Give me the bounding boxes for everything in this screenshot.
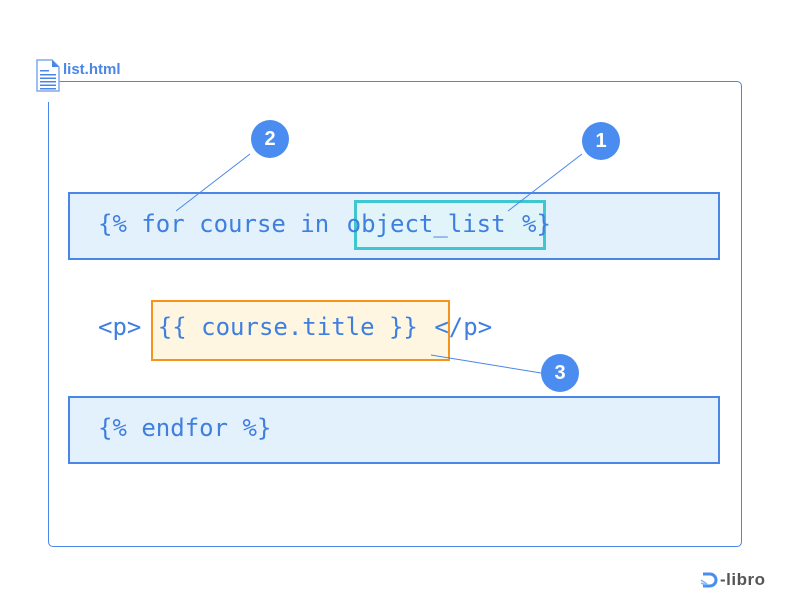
code-line-endfor: {% endfor %} xyxy=(98,414,272,442)
code-line-p: <p> {{ course.title }} </p> xyxy=(98,313,492,341)
endfor-tag-band xyxy=(68,396,720,464)
object-list-var: object_list xyxy=(346,210,506,238)
p-open-tag: <p> xyxy=(98,313,156,341)
callout-badge-1: 1 xyxy=(582,122,620,160)
for-tag-open: {% for course in xyxy=(98,210,344,238)
document-icon xyxy=(36,59,60,92)
p-close-tag: </p> xyxy=(419,313,493,341)
callout-badge-3: 3 xyxy=(541,354,579,392)
for-tag-close: %} xyxy=(507,210,551,238)
d-libro-logo: -libro xyxy=(700,570,766,590)
d-libro-mark-icon xyxy=(700,572,718,588)
file-title: list.html xyxy=(63,61,121,78)
code-line-for: {% for course in object_list %} xyxy=(98,210,551,238)
file-frame xyxy=(48,81,742,547)
course-title-expr: {{ course.title }} xyxy=(157,313,418,341)
course-title-highlight xyxy=(151,300,450,361)
callout-badge-2: 2 xyxy=(251,120,289,158)
